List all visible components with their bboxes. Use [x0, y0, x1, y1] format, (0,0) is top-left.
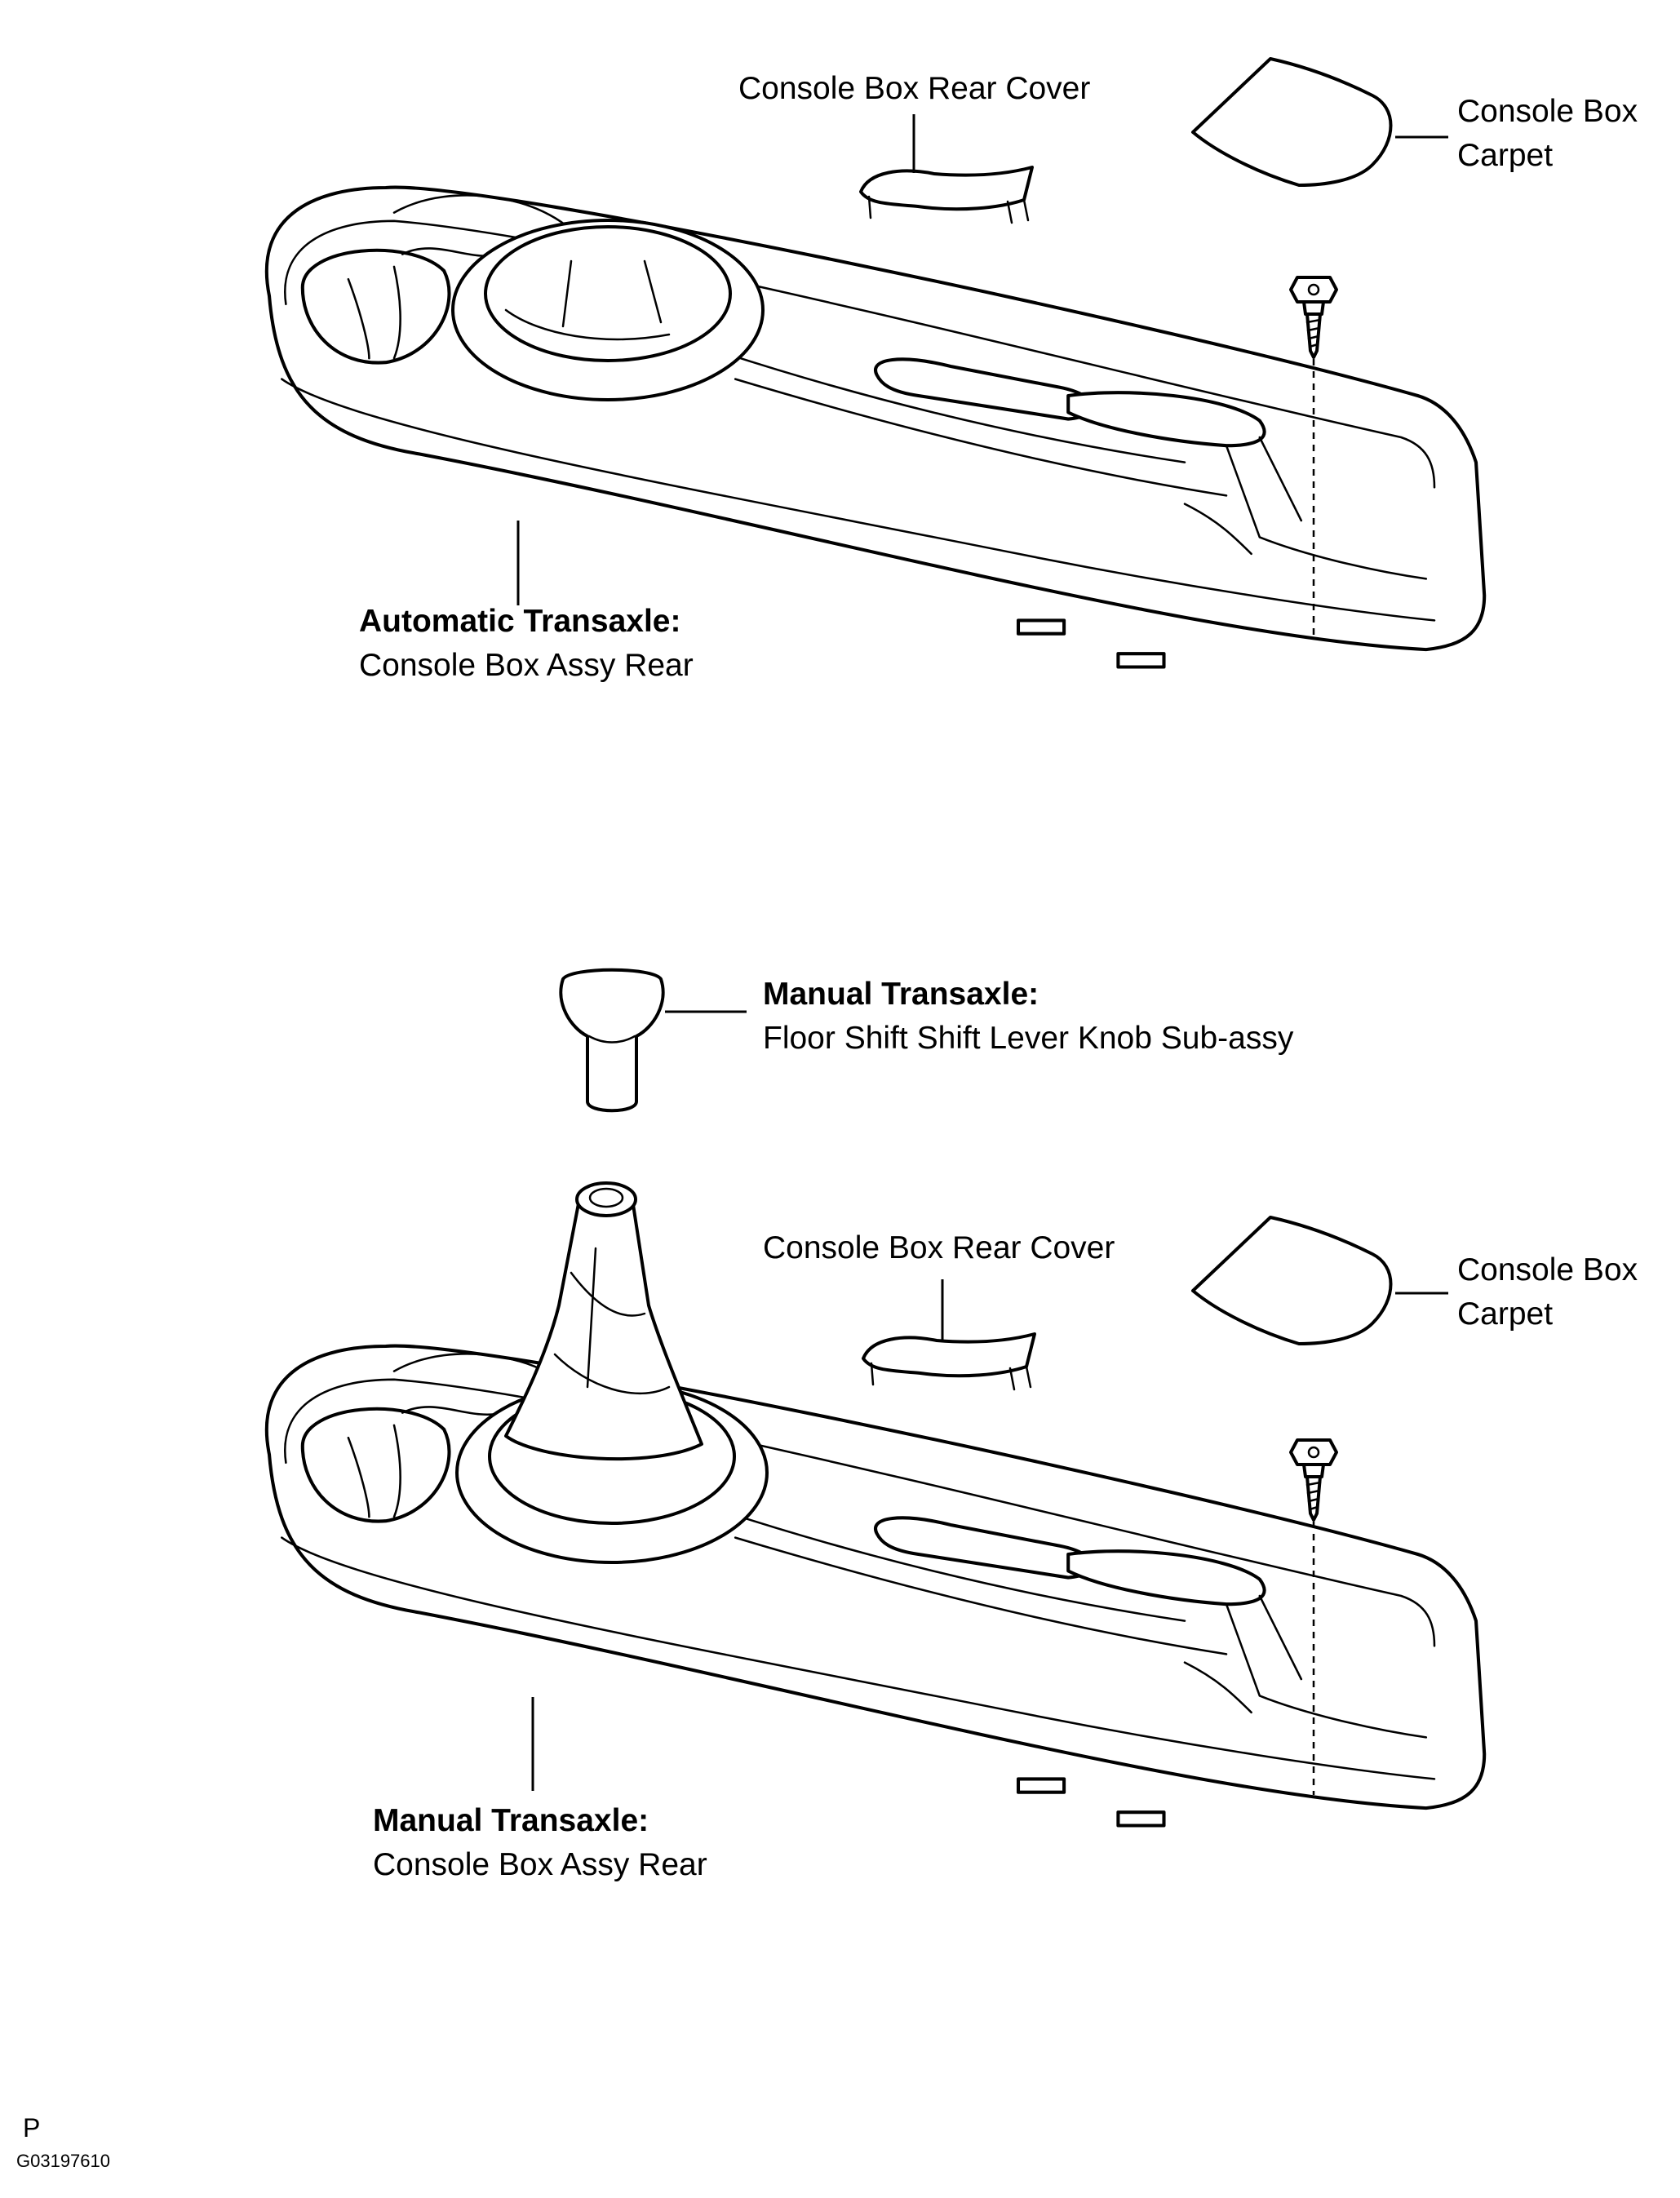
manual-carpet [1191, 1216, 1393, 1345]
automatic-console-box [267, 188, 1484, 667]
knob-label: Manual Transaxle: Floor Shift Shift Leve… [763, 973, 1293, 1061]
manual-carpet-line1: Console Box [1457, 1252, 1638, 1287]
auto-screw [1289, 276, 1338, 359]
figure-code: G03197610 [16, 2151, 110, 2171]
manual-rear-cover-label: Console Box Rear Cover [763, 1226, 1115, 1270]
shift-knob-part [559, 968, 665, 1113]
manual-console-box [267, 1346, 1484, 1826]
shift-lever-boot [504, 1181, 703, 1461]
knob-label-bold: Manual Transaxle: [763, 977, 1039, 1012]
manual-box-label-bold: Manual Transaxle: [373, 1803, 649, 1838]
footer-marker: P [23, 2113, 41, 2143]
knob-label-normal: Floor Shift Shift Lever Knob Sub-assy [763, 1021, 1294, 1056]
auto-carpet-label: Console Box Carpet [1457, 90, 1638, 178]
auto-box-label-bold: Automatic Transaxle: [359, 604, 681, 639]
auto-carpet [1191, 57, 1393, 187]
manual-carpet-label: Console Box Carpet [1457, 1248, 1638, 1336]
auto-box-label-normal: Console Box Assy Rear [359, 648, 694, 683]
auto-box-label: Automatic Transaxle: Console Box Assy Re… [359, 600, 694, 688]
auto-rear-cover [859, 166, 1034, 224]
manual-rear-cover [862, 1332, 1036, 1391]
manual-rear-cover-text: Console Box Rear Cover [763, 1230, 1115, 1265]
manual-screw [1289, 1438, 1338, 1522]
auto-carpet-line2: Carpet [1457, 138, 1554, 173]
auto-shift-opening [451, 219, 765, 401]
auto-rear-cover-label: Console Box Rear Cover [738, 67, 1090, 111]
auto-rear-cover-text: Console Box Rear Cover [738, 71, 1091, 106]
manual-carpet-line2: Carpet [1457, 1296, 1554, 1332]
auto-carpet-line1: Console Box [1457, 94, 1638, 129]
manual-box-label: Manual Transaxle: Console Box Assy Rear [373, 1799, 707, 1887]
manual-box-label-normal: Console Box Assy Rear [373, 1847, 707, 1882]
